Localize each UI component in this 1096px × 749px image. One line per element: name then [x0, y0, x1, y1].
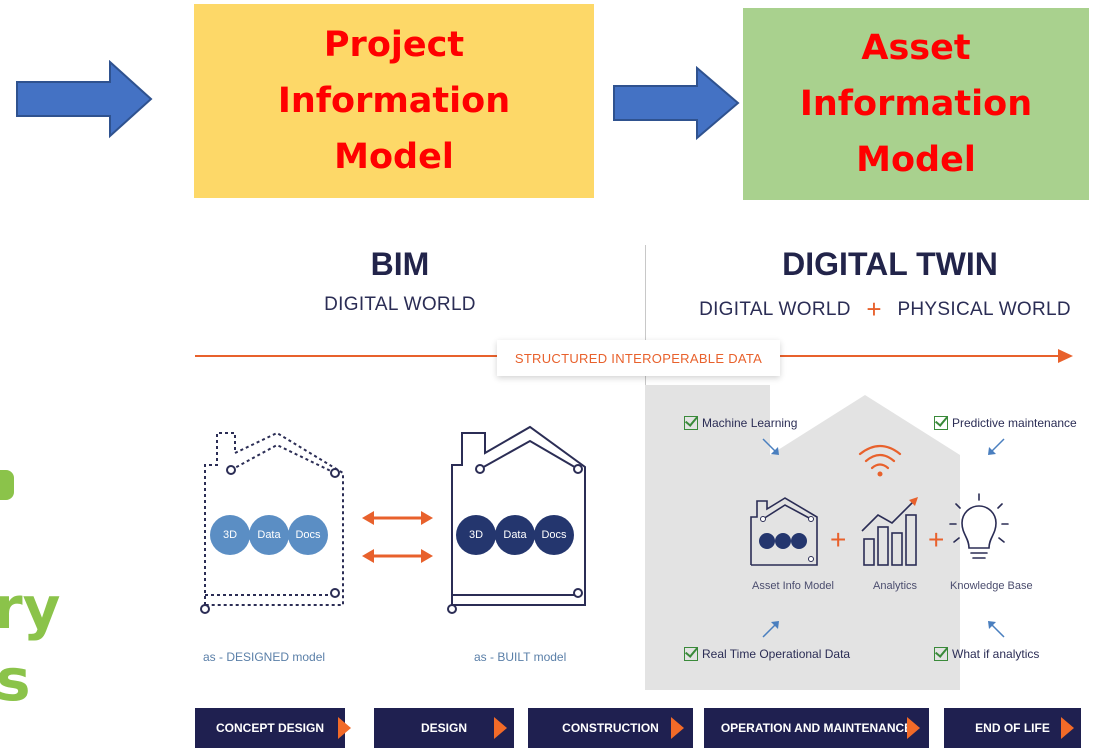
- stage-label: CONCEPT DESIGN: [195, 708, 345, 748]
- diagonal-arrow-icon: [988, 438, 1005, 455]
- checkbox-icon: [684, 647, 698, 661]
- bubble-docs: Docs: [288, 515, 328, 555]
- designed-model-caption: as - DESIGNED model: [203, 650, 326, 664]
- digital-world-label: DIGITAL WORLD: [699, 299, 851, 320]
- plus-sign: +: [866, 294, 882, 324]
- machine-learning-label: Machine Learning: [702, 416, 798, 430]
- stage-label: DESIGN: [374, 708, 514, 748]
- checkbox-icon: [934, 416, 948, 430]
- diagonal-arrow-icon: [988, 621, 1005, 638]
- bubble-data: Data: [495, 515, 535, 555]
- bubble-docs: Docs: [534, 515, 574, 555]
- plus-sign: +: [928, 524, 945, 555]
- aim-line: Information: [799, 84, 1033, 124]
- pim-line: Project: [323, 25, 465, 65]
- right-arrow-icon: [16, 60, 153, 139]
- checkbox-icon: [934, 647, 948, 661]
- stage-operation-maintenance: OPERATION AND MAINTENANCE: [704, 708, 929, 748]
- bubble-3d: 3D: [210, 515, 250, 555]
- chevron-right-icon: [494, 717, 507, 739]
- chevron-right-icon: [907, 717, 920, 739]
- cutoff-fragment: [0, 470, 14, 500]
- bim-subtitle: DIGITAL WORLD: [324, 294, 476, 315]
- digital-twin-subtitle: DIGITAL WORLD + PHYSICAL WORLD: [690, 294, 1080, 325]
- stage-label: END OF LIFE: [944, 708, 1081, 748]
- bubble-data: Data: [249, 515, 289, 555]
- asset-information-model-box: Asset Information Model: [743, 8, 1089, 200]
- stage-label: OPERATION AND MAINTENANCE: [704, 708, 929, 748]
- machine-learning-item: Machine Learning: [684, 416, 797, 430]
- sync-arrows-icon: [362, 511, 433, 563]
- stage-concept-design: CONCEPT DESIGN: [195, 708, 351, 748]
- chevron-right-icon: [671, 717, 684, 739]
- aim-line: Model: [856, 140, 976, 180]
- plus-sign: +: [830, 524, 847, 555]
- built-house-icon: [447, 425, 586, 614]
- project-information-model-box: Project Information Model: [194, 4, 594, 198]
- knowledge-base-label: Knowledge Base: [950, 580, 1033, 592]
- bubble-3d: 3D: [456, 515, 496, 555]
- stage-end-of-life: END OF LIFE: [944, 708, 1081, 748]
- bim-title: BIM: [370, 246, 430, 282]
- stage-construction: CONSTRUCTION: [528, 708, 693, 748]
- predictive-maintenance-item: Predictive maintenance: [934, 416, 1077, 430]
- cutoff-text: s: [0, 646, 31, 714]
- digital-twin-title: DIGITAL TWIN: [782, 246, 998, 282]
- stage-design: DESIGN: [374, 708, 514, 748]
- cutoff-text: ry: [0, 574, 61, 642]
- asset-info-model-label: Asset Info Model: [752, 580, 834, 592]
- what-if-analytics-item: What if analytics: [934, 647, 1039, 661]
- diagonal-arrow-icon: [762, 621, 779, 638]
- designed-house-icon: [200, 431, 344, 614]
- wifi-icon: [858, 444, 902, 477]
- chevron-right-icon: [338, 717, 351, 739]
- pim-line: Model: [334, 137, 454, 177]
- real-time-data-item: Real Time Operational Data: [684, 647, 850, 661]
- physical-world-label: PHYSICAL WORLD: [897, 299, 1071, 320]
- chevron-right-icon: [1061, 717, 1074, 739]
- checkbox-icon: [684, 416, 698, 430]
- built-model-caption: as - BUILT model: [474, 650, 567, 664]
- pim-line: Information: [277, 81, 511, 121]
- asset-model-icon: [750, 497, 818, 566]
- diagonal-arrow-icon: [762, 438, 779, 455]
- right-arrow-icon: [613, 66, 740, 141]
- real-time-data-label: Real Time Operational Data: [702, 647, 851, 661]
- what-if-analytics-label: What if analytics: [952, 647, 1040, 661]
- aim-line: Asset: [861, 28, 971, 68]
- analytics-chart-icon: [861, 497, 918, 566]
- arrow-head-icon: [1058, 349, 1073, 363]
- lightbulb-icon: [949, 493, 1009, 559]
- analytics-label: Analytics: [873, 580, 918, 592]
- structured-data-banner: STRUCTURED INTEROPERABLE DATA: [497, 340, 780, 376]
- predictive-maintenance-label: Predictive maintenance: [952, 416, 1077, 430]
- stage-label: CONSTRUCTION: [528, 708, 693, 748]
